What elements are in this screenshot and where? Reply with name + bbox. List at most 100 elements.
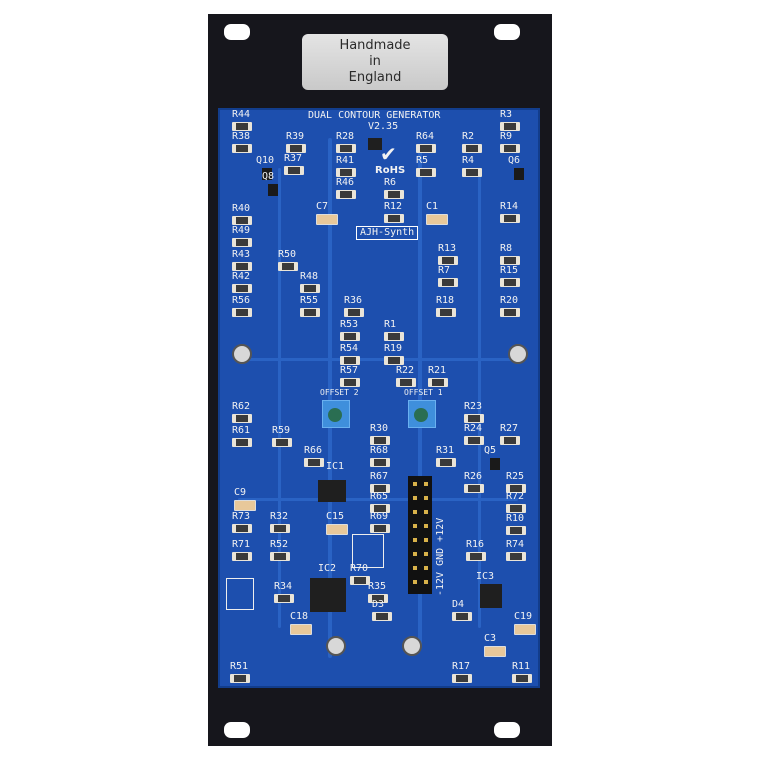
power-header-connector[interactable]	[408, 476, 432, 594]
designator-label: C3	[484, 633, 497, 644]
designator-label: R52	[270, 539, 289, 550]
designator-label: R32	[270, 511, 289, 522]
designator-label: R69	[370, 511, 389, 522]
designator-label: R46	[336, 177, 355, 188]
designator-label: R12	[384, 201, 403, 212]
designator-label: C19	[514, 611, 533, 622]
designator-label: R35	[368, 581, 387, 592]
designator-label: R5	[416, 155, 429, 166]
resistor	[370, 524, 390, 533]
header-pin	[413, 538, 417, 542]
label-line: England	[348, 70, 402, 85]
header-pin	[424, 538, 428, 542]
diode	[452, 612, 472, 621]
resistor	[438, 256, 458, 265]
designator-label: IC2	[318, 563, 337, 574]
header-pin	[424, 496, 428, 500]
resistor	[500, 122, 520, 131]
resistor	[232, 552, 252, 561]
designator-label: R13	[438, 243, 457, 254]
resistor	[370, 436, 390, 445]
designator-label: R20	[500, 295, 519, 306]
rohs-mark: RoHS	[375, 165, 406, 176]
designator-label: R31	[436, 445, 455, 456]
capacitor	[514, 624, 536, 635]
designator-label: C18	[290, 611, 309, 622]
resistor	[370, 458, 390, 467]
mounting-hole	[224, 722, 250, 738]
designator-label: R72	[506, 491, 525, 502]
resistor	[274, 594, 294, 603]
resistor	[428, 378, 448, 387]
designator-label: Q10	[256, 155, 275, 166]
diode	[372, 612, 392, 621]
designator-label: R21	[428, 365, 447, 376]
designator-label: R14	[500, 201, 519, 212]
handmade-label: Handmade in England	[302, 34, 448, 90]
designator-label: R22	[396, 365, 415, 376]
offset-1-trimmer[interactable]	[408, 400, 436, 428]
resistor	[344, 308, 364, 317]
offset-2-label: OFFSET 2	[320, 388, 359, 397]
designator-label: R15	[500, 265, 519, 276]
resistor	[230, 674, 250, 683]
ic3-regulator	[480, 584, 502, 608]
designator-label: R43	[232, 249, 251, 260]
header-pin	[413, 566, 417, 570]
designator-label: R70	[350, 563, 369, 574]
designator-label: R59	[272, 425, 291, 436]
header-pin	[413, 552, 417, 556]
resistor	[506, 552, 526, 561]
resistor	[500, 308, 520, 317]
designator-label: R68	[370, 445, 389, 456]
designator-label: R6	[384, 177, 397, 188]
designator-label: D4	[452, 599, 465, 610]
resistor	[278, 262, 298, 271]
designator-label: R50	[278, 249, 297, 260]
header-pin	[413, 524, 417, 528]
resistor	[384, 190, 404, 199]
designator-label: R73	[232, 511, 251, 522]
designator-label: R64	[416, 131, 435, 142]
resistor	[232, 438, 252, 447]
designator-label: R42	[232, 271, 251, 282]
designator-label: R1	[384, 319, 397, 330]
designator-label: R65	[370, 491, 389, 502]
resistor	[232, 262, 252, 271]
ic2-regulator	[310, 578, 346, 612]
resistor	[462, 168, 482, 177]
resistor	[232, 122, 252, 131]
transistor	[490, 458, 500, 470]
circuit-board: DUAL CONTOUR GENERATOR V2.35 ✔ RoHS AJH-…	[218, 108, 540, 688]
designator-label: R4	[462, 155, 475, 166]
designator-label: R25	[506, 471, 525, 482]
resistor	[500, 256, 520, 265]
resistor	[416, 168, 436, 177]
resistor	[272, 438, 292, 447]
board-version: V2.35	[368, 121, 399, 132]
designator-label: IC3	[476, 571, 495, 582]
capacitor	[484, 646, 506, 657]
capacitor	[426, 214, 448, 225]
resistor	[500, 278, 520, 287]
designator-label: R2	[462, 131, 475, 142]
power-header-label: -12V GND +12V	[435, 517, 446, 596]
designator-label: R17	[452, 661, 471, 672]
resistor	[384, 214, 404, 223]
designator-label: C9	[234, 487, 247, 498]
resistor	[500, 436, 520, 445]
electrolytic-capacitor	[232, 344, 252, 364]
resistor	[232, 144, 252, 153]
electrolytic-capacitor	[402, 636, 422, 656]
resistor	[304, 458, 324, 467]
board-title: DUAL CONTOUR GENERATOR	[308, 110, 441, 121]
designator-label: R16	[466, 539, 485, 550]
header-pin	[424, 580, 428, 584]
header-pin	[424, 482, 428, 486]
designator-label: R39	[286, 131, 305, 142]
resistor	[368, 594, 388, 603]
offset-2-trimmer[interactable]	[322, 400, 350, 428]
designator-label: R28	[336, 131, 355, 142]
designator-label: R3	[500, 109, 513, 120]
label-line: Handmade	[339, 38, 411, 53]
